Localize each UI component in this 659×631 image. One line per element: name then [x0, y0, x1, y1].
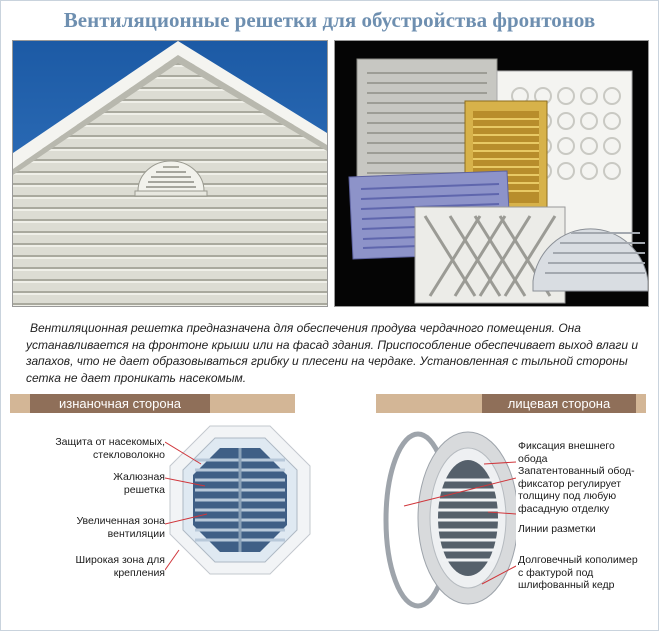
description-text: Вентиляционная решетка предназначена для…: [26, 321, 639, 385]
label-insect-protection: Защита от насекомых, стекловолокно: [55, 436, 165, 461]
lattice-grille: [414, 206, 566, 304]
half-round-grille: [532, 228, 648, 292]
label-louver-grid: Жалюзная решетка: [113, 471, 165, 496]
page-title: Вентиляционные решетки для обустройства …: [63, 8, 596, 32]
gable-photo: [12, 40, 328, 307]
back-side-header: изнаночная сторона: [30, 394, 210, 413]
front-side-vent-illustration: [383, 431, 516, 609]
front-side-header: лицевая сторона: [482, 394, 636, 413]
back-side-vent-illustration: [165, 425, 311, 575]
grilles-photo: [334, 40, 649, 307]
gold-louver-grille: [464, 100, 548, 214]
back-side-panel: изнаночная сторона Защита от насекомых, …: [10, 394, 311, 618]
label-ventilation-zone: Увеличенная зона вентиляции: [76, 515, 165, 540]
label-patented-rim: Запатентованный обод-фиксатор регулирует…: [518, 465, 635, 515]
label-mounting-zone: Широкая зона для крепления: [75, 554, 165, 579]
gable-vent-icon: [134, 160, 208, 197]
label-outer-rim: Фиксация внешнего обода: [518, 440, 615, 465]
label-marking-lines: Линии разметки: [518, 523, 596, 535]
label-copolymer: Долговечный кополимер с фактурой под шли…: [518, 554, 638, 591]
front-side-panel: лицевая сторона Фиксация внешнего обода …: [376, 394, 652, 618]
